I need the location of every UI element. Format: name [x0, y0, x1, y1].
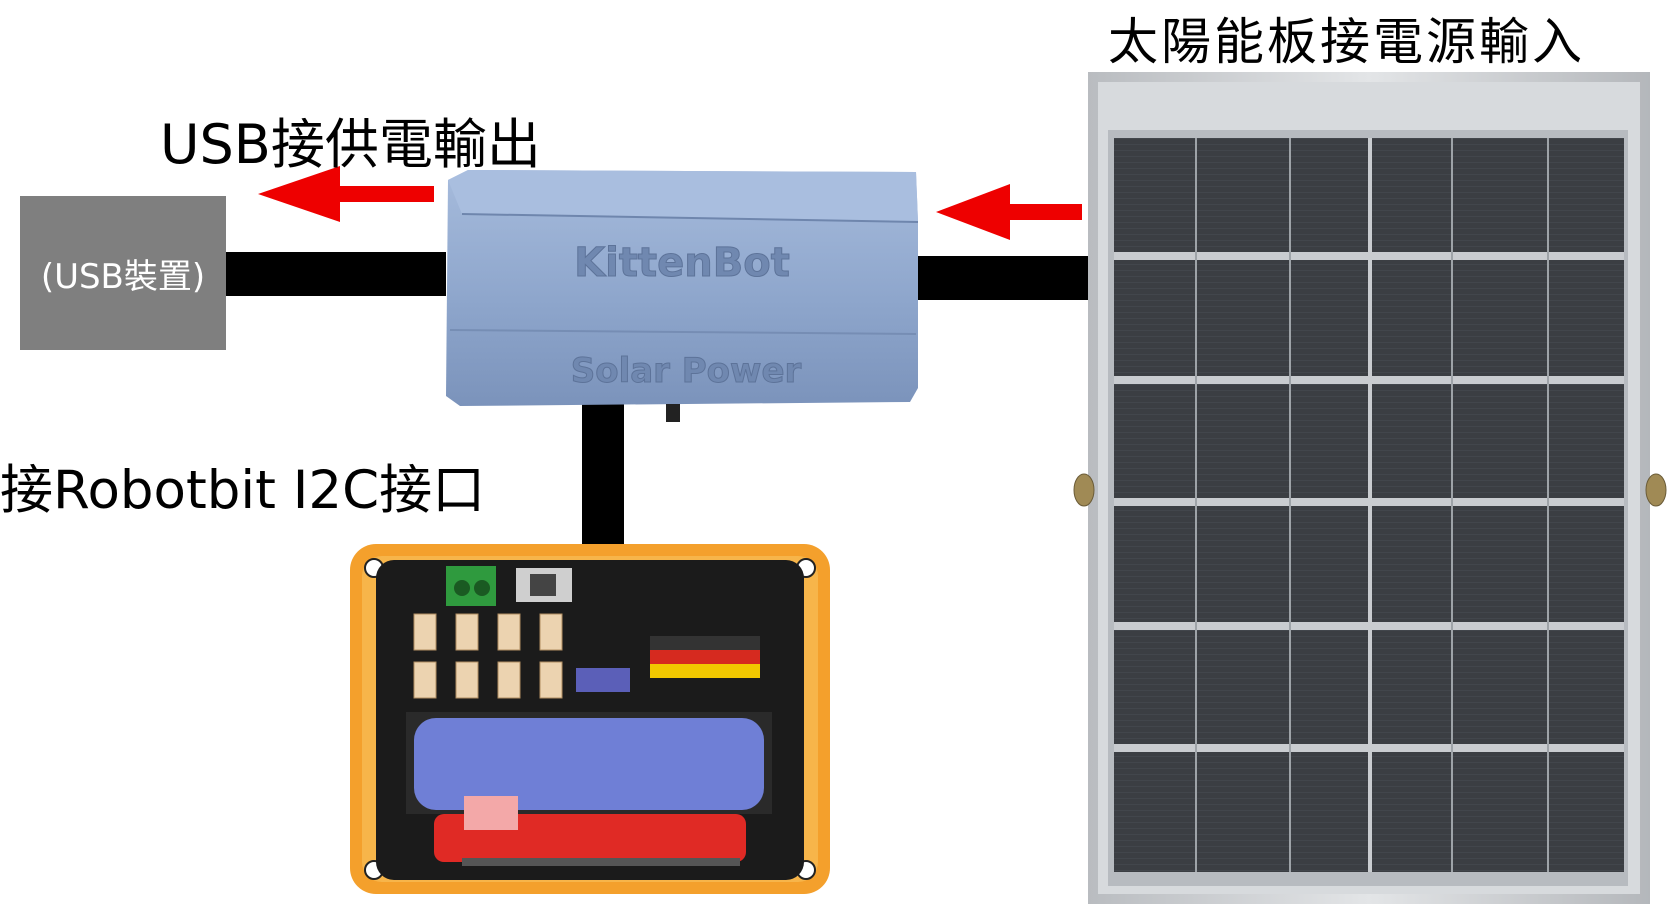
- solar-input-label: 太陽能板接電源輸入: [1108, 13, 1585, 71]
- usb-device-label: (USB裝置): [40, 256, 206, 297]
- robotbit-i2c-label: 接Robotbit I2C接口: [0, 460, 486, 521]
- brand-text: KittenBot: [574, 240, 790, 286]
- usb-device-box: (USB裝置): [20, 196, 226, 350]
- usb-cable: [224, 252, 446, 296]
- product-text: Solar Power: [571, 351, 802, 391]
- solar-panel-icon: [1073, 72, 1667, 904]
- usb-output-label: USB接供電輸出: [160, 113, 541, 176]
- arrow-left-icon: [258, 166, 434, 222]
- robotbit-board-icon: [350, 544, 830, 894]
- arrow-left-icon: [936, 184, 1082, 240]
- solar-cell-grid: [1114, 138, 1624, 872]
- solar-power-module: KittenBot Solar Power: [446, 170, 919, 422]
- solar-cable: [918, 256, 1090, 300]
